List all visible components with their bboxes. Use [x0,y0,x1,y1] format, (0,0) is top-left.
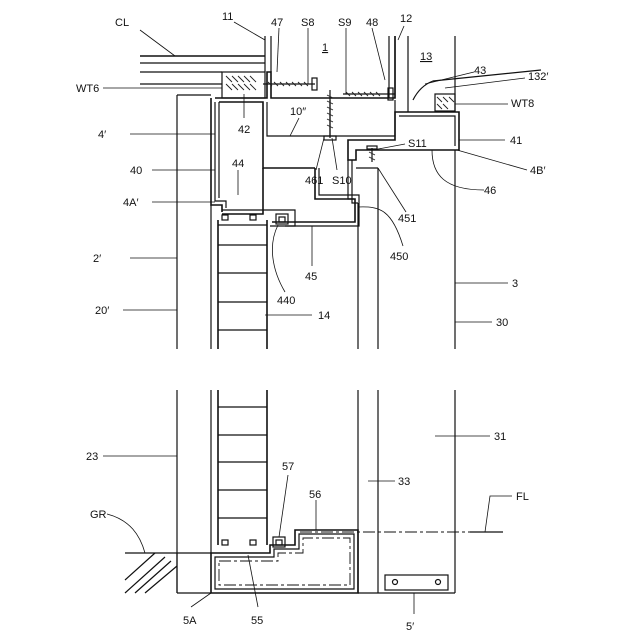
label-461: 461 [305,175,323,187]
label-gr: GR [90,509,107,521]
label-56: 56 [309,489,321,501]
label-14: 14 [318,310,330,322]
label-4aprime: 4A′ [123,197,139,209]
label-450: 450 [390,251,408,263]
label-46: 46 [484,185,496,197]
label-440: 440 [277,295,295,307]
label-47: 47 [271,17,283,29]
label-5prime: 5′ [406,621,414,633]
leader-lines [103,22,527,614]
label-3: 3 [512,278,518,290]
label-132: 132′ [528,71,548,83]
label-30: 30 [496,317,508,329]
label-12: 12 [400,13,412,25]
label-wt6: WT6 [76,83,99,95]
label-40: 40 [130,165,142,177]
label-cl: CL [115,17,129,29]
label-s9: S9 [338,17,351,29]
label-44: 44 [232,158,244,170]
label-48: 48 [366,17,378,29]
label-33: 33 [398,476,410,488]
label-5a: 5A [183,615,197,627]
label-20prime: 20′ [95,305,109,317]
label-figure-1: 1 [322,42,328,54]
label-4bprime: 4B′ [530,165,546,177]
label-s10: S10 [332,175,352,187]
label-42: 42 [238,124,250,136]
label-31: 31 [494,431,506,443]
label-s8: S8 [301,17,314,29]
label-41: 41 [510,135,522,147]
label-45: 45 [305,271,317,283]
label-23: 23 [86,451,98,463]
label-13: 13 [420,51,432,63]
label-57: 57 [282,461,294,473]
drawing-lines [125,36,541,593]
label-11: 11 [222,11,233,23]
screw-s11 [367,146,377,162]
label-43: 43 [474,65,486,77]
label-wt8: WT8 [511,98,534,110]
label-fl: FL [516,491,529,503]
label-2prime: 2′ [93,253,101,265]
label-10: 10″ [290,106,306,118]
label-451: 451 [398,213,416,225]
label-s11: S11 [408,138,427,150]
label-55: 55 [251,615,263,627]
label-4prime: 4′ [98,129,106,141]
